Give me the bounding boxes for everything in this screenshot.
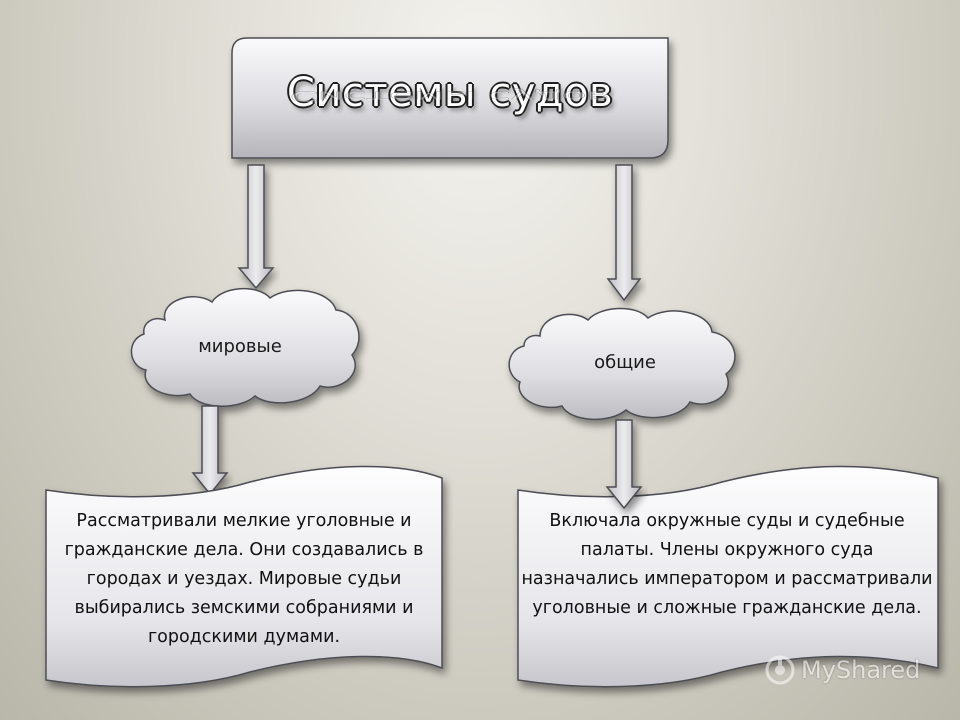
branch-label-obshchie: общие	[594, 352, 656, 373]
branch-label-mirovye: мировые	[198, 336, 282, 357]
watermark-text: MyShared	[801, 656, 921, 684]
arrow-to-mirovye-description	[191, 405, 229, 496]
diagram-title: Системы судов	[286, 70, 614, 116]
watermark: MyShared	[765, 655, 920, 685]
arrow-to-obshchie	[606, 164, 642, 302]
cloud-obshchie	[508, 307, 736, 421]
arrow-to-mirovye	[237, 164, 275, 290]
cloud-mirovye	[130, 287, 360, 407]
scroll-obshchie	[517, 465, 939, 688]
arrow-to-obshchie-description	[605, 419, 643, 510]
title-box	[231, 37, 669, 159]
scroll-mirovye	[45, 465, 443, 688]
branch-description-obshchie: Включала окружные суды и судебные палаты…	[521, 511, 933, 618]
branch-description-mirovye: Рассматривали мелкие уголовные и граждан…	[64, 511, 424, 647]
myshared-logo-icon	[765, 655, 795, 685]
